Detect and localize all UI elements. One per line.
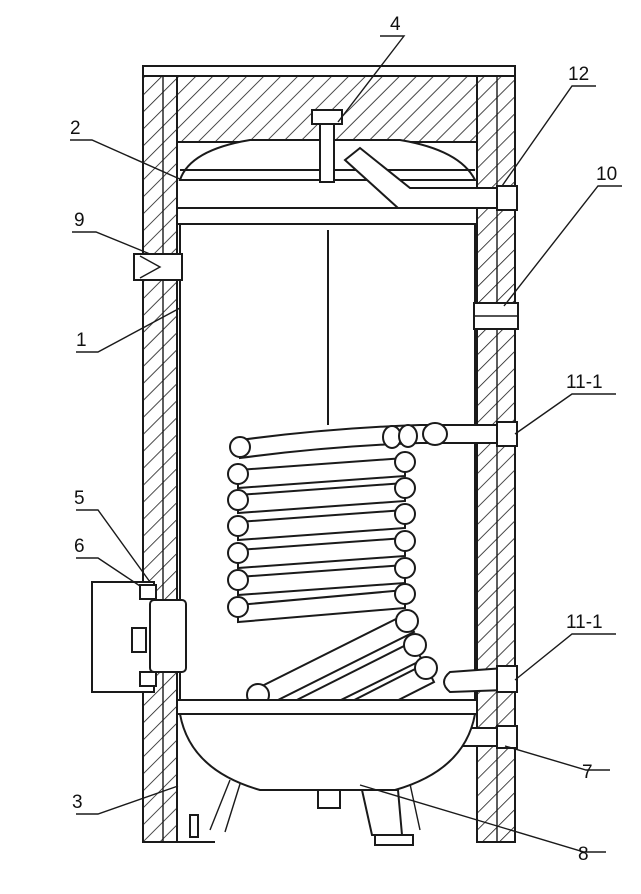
top-fitting-stem [319,123,335,183]
label-9: 9 [74,210,85,231]
heater-bolt-top [139,584,157,600]
outlet-connector [496,185,518,211]
label-5: 5 [74,488,85,509]
leader-6 [76,557,141,587]
inlet-connector [496,725,518,749]
leader-11-upper [514,393,616,435]
coil-outlet-pipe [443,666,506,694]
top-cover [142,65,516,77]
left-casing-wall [142,71,178,843]
label-11-1-upper: 11-1 [566,372,603,393]
coil-bend-3 [422,422,448,446]
left-leg [209,779,231,831]
coil-bend-2 [398,424,418,448]
lower-dome-head [178,713,477,791]
upper-plate [176,207,478,225]
top-fitting-cap [311,109,343,125]
label-12: 12 [568,64,589,85]
bottom-plug [317,789,341,809]
lower-plate [176,699,478,715]
leader-8 [359,784,606,853]
leader-10 [503,185,622,307]
drain-fitting [360,789,404,836]
label-6: 6 [74,536,85,557]
leader-2 [70,139,183,181]
leader-7 [504,745,610,771]
label-10: 10 [596,164,617,185]
coil-outlet-connector [496,665,518,693]
heater-terminal [131,627,147,653]
left-foot-bolt [189,814,199,838]
leader-3 [76,785,179,815]
label-1: 1 [76,330,87,351]
leader-12 [501,85,596,187]
left-port-flare [139,255,162,279]
heater-flange [149,599,187,673]
leader-9 [72,231,151,255]
right-leg [409,783,421,831]
label-8: 8 [578,844,589,865]
label-7: 7 [582,762,593,783]
heater-bolt-bottom [139,671,157,687]
leader-5 [76,509,151,583]
label-11-1-lower: 11-1 [566,612,603,633]
leader-1 [76,307,181,353]
left-leg-inner [224,783,241,833]
heat-exchanger-coil [227,436,416,624]
coil-inlet-pipe [239,424,516,460]
coil-inlet-connector [496,421,518,447]
right-foot [374,834,414,846]
label-2: 2 [70,118,81,139]
leader-11-lower [514,633,616,681]
label-3: 3 [72,792,83,813]
leader-4 [337,35,406,123]
left-port-connector [133,253,183,281]
label-4: 4 [390,14,401,35]
